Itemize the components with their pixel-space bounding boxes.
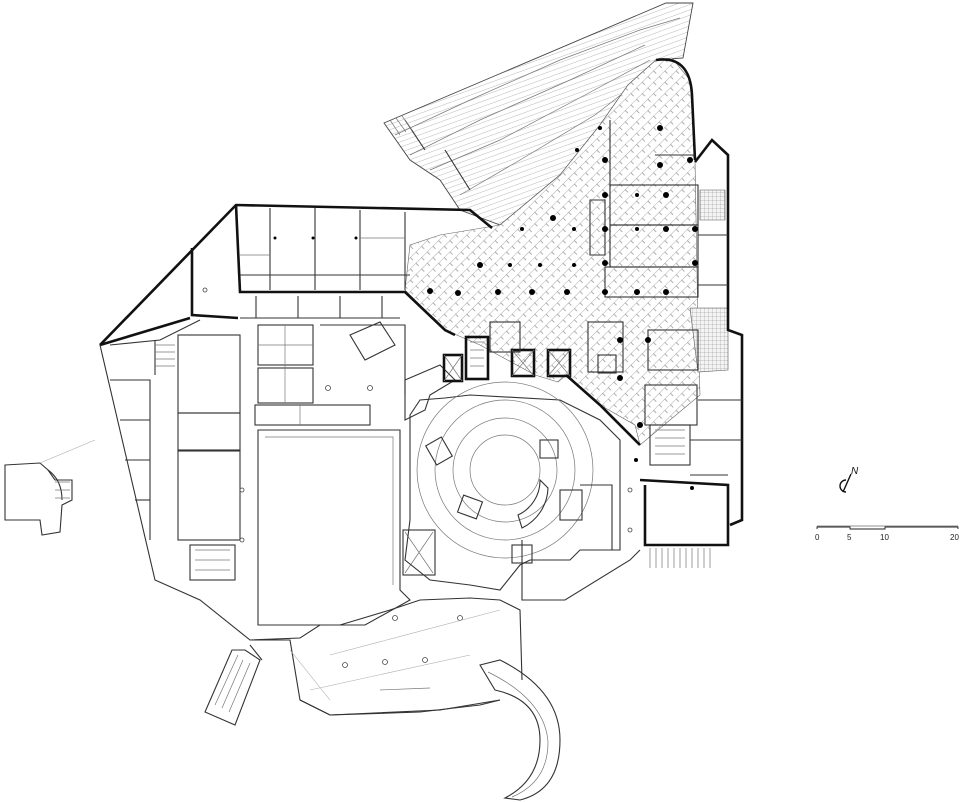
west-annex [4, 439, 96, 536]
entry-steps [155, 115, 711, 568]
hollow-columns [202, 287, 633, 668]
south-terrace [249, 540, 641, 801]
southwest-stair [204, 644, 263, 726]
scale-tick-10: 10 [880, 533, 889, 542]
central-core [254, 321, 406, 426]
terrain-wedge [383, 2, 694, 226]
scale-tick-5: 5 [847, 533, 852, 542]
east-wing-rooms [589, 120, 742, 476]
circular-auditorium [404, 364, 621, 591]
scale-bar: 0 5 10 20 [815, 525, 959, 542]
lift-cores [442, 321, 624, 383]
hatched-atrium [404, 57, 729, 446]
scale-tick-0: 0 [815, 533, 820, 542]
exterior-walls [99, 58, 744, 547]
west-wing-rooms [99, 319, 501, 716]
scale-tick-20: 20 [950, 533, 959, 542]
structural-columns [273, 125, 698, 490]
large-hall [257, 429, 436, 626]
north-arrow-icon: N [839, 466, 859, 493]
north-label: N [851, 466, 859, 477]
north-wing-rooms [240, 208, 410, 319]
